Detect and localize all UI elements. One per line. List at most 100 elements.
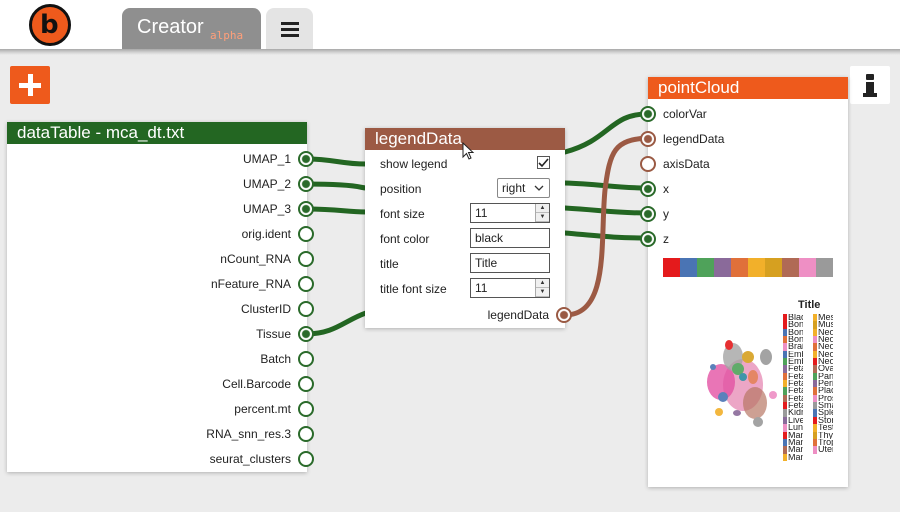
legend-entry: Lung (783, 424, 803, 432)
legend-entry-label: Lung (788, 424, 803, 432)
data-table-port[interactable] (298, 201, 314, 217)
point-cloud-port[interactable] (640, 106, 656, 122)
data-table-port[interactable] (298, 301, 314, 317)
legend-entry-label: Feta (788, 365, 803, 373)
legend-entry-label: Mam (788, 453, 803, 461)
legend-swatch (813, 438, 817, 447)
legend-entry: Neon (813, 328, 833, 337)
legend-entry: Mam (783, 453, 803, 461)
legend-entry: Mam (783, 446, 803, 454)
legend-swatch (783, 328, 787, 337)
legend-entry-label: Bone (788, 328, 803, 337)
font-size-stepper[interactable]: ▲▼ (535, 204, 549, 222)
alpha-badge: alpha (210, 29, 244, 42)
data-table-port-label: UMAP_2 (242, 177, 291, 191)
legend-entry: Testi (813, 424, 833, 432)
font-color-label: font color (380, 232, 430, 246)
show-legend-label: show legend (380, 157, 448, 171)
hamburger-icon-bar (281, 28, 299, 31)
legend-swatch (813, 380, 817, 388)
point-cloud-port[interactable] (640, 156, 656, 172)
wire-umap2-x (303, 181, 369, 191)
data-table-title[interactable]: dataTable - mca_dt.txt (7, 122, 307, 144)
info-icon-stem (866, 82, 874, 96)
title-font-size-stepper[interactable]: ▲▼ (535, 279, 549, 297)
data-table-port[interactable] (298, 426, 314, 442)
legend-swatch (783, 424, 787, 432)
point-cloud-title[interactable]: pointCloud (648, 77, 848, 99)
palette-swatch (663, 258, 680, 277)
point-cloud-port[interactable] (640, 231, 656, 247)
legend-entry-label: Neon (818, 328, 833, 337)
legend-data-output-label: legendData (487, 308, 549, 322)
legend-entry: Mese (813, 314, 833, 322)
legend-entry: Trop (813, 438, 833, 447)
legend-swatch (813, 394, 817, 403)
legend-entry: Blad (783, 314, 803, 322)
info-button[interactable] (850, 66, 890, 104)
legend-entry: Bone (783, 321, 803, 329)
add-node-button[interactable] (10, 66, 50, 104)
legend-entry: Thym (813, 431, 833, 439)
menu-tab[interactable] (266, 8, 313, 50)
legend-entry-label: Sple (818, 409, 833, 417)
legend-entry: Smal (813, 402, 833, 410)
legend-swatch (813, 446, 817, 454)
legend-swatch (783, 416, 787, 425)
app-title: Creator (137, 16, 204, 38)
legend-entry-label: Mam (788, 438, 803, 447)
legend-entry-label: Feta (788, 372, 803, 381)
legend-entry-label: Bone (788, 321, 803, 329)
legend-data-title[interactable]: legendData (365, 128, 565, 150)
legend-entry-label: Trop (818, 438, 833, 447)
legend-entry: Stom (813, 416, 833, 425)
legend-entry-label: Ovar (818, 365, 833, 373)
wire-umap1-legend (303, 156, 369, 167)
font-color-input[interactable]: black (470, 228, 550, 248)
data-table-port[interactable] (298, 376, 314, 392)
point-cloud-port[interactable] (640, 131, 656, 147)
legend-entry-label: Feta (788, 380, 803, 388)
data-table-port[interactable] (298, 351, 314, 367)
legend-data-output-port[interactable] (556, 307, 572, 323)
point-cloud-port[interactable] (640, 181, 656, 197)
data-table-port[interactable] (298, 326, 314, 342)
wire-to-x (562, 180, 650, 191)
legend-entry-label: Pros (818, 394, 833, 403)
data-table-port-label: Cell.Barcode (222, 377, 291, 391)
point-cloud-port-label: z (663, 232, 669, 246)
legend-swatch (783, 314, 787, 322)
top-bar: b Creator alpha (0, 0, 900, 50)
legend-entry: Bone (783, 328, 803, 337)
show-legend-checkbox[interactable] (537, 156, 550, 169)
position-select[interactable]: right (497, 178, 550, 198)
data-table-port-label: percent.mt (234, 402, 291, 416)
legend-entry-label: Uter (818, 446, 833, 454)
legend-entry: Emb (783, 350, 803, 359)
legend-entry: Emb (783, 358, 803, 366)
legend-swatch (813, 343, 817, 351)
palette-swatch (748, 258, 765, 277)
legend-swatch (783, 365, 787, 373)
app-logo[interactable]: b (29, 4, 71, 46)
data-table-port[interactable] (298, 176, 314, 192)
tab-creator[interactable]: Creator alpha (122, 8, 261, 50)
point-cloud-port[interactable] (640, 206, 656, 222)
data-table-port[interactable] (298, 226, 314, 242)
data-table-port[interactable] (298, 401, 314, 417)
title-input[interactable]: Title (470, 253, 550, 273)
title-font-size-input[interactable]: 11 ▲▼ (470, 278, 550, 298)
data-table-port[interactable] (298, 276, 314, 292)
legend-swatch (813, 321, 817, 329)
font-size-input[interactable]: 11 ▲▼ (470, 203, 550, 223)
point-cloud-port-label: axisData (663, 157, 710, 171)
palette-swatch (765, 258, 782, 277)
legend-swatch (783, 358, 787, 366)
data-table-port[interactable] (298, 451, 314, 467)
legend-entry-label: Emb (788, 350, 803, 359)
legend-entry-label: Mam (788, 431, 803, 439)
title-font-size-value: 11 (475, 281, 488, 295)
data-table-port[interactable] (298, 251, 314, 267)
data-table-port[interactable] (298, 151, 314, 167)
font-size-label: font size (380, 207, 425, 221)
